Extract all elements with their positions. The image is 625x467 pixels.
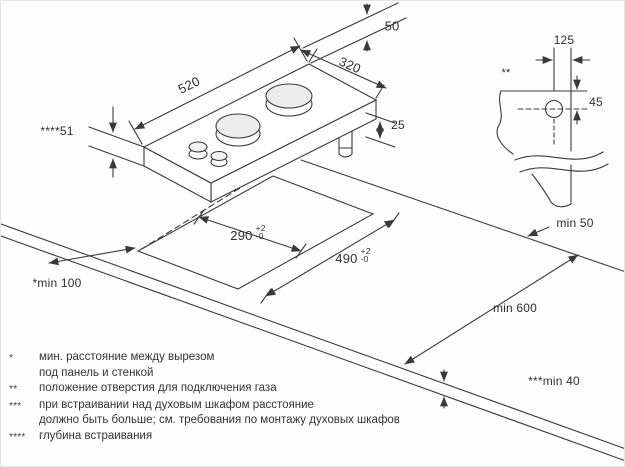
clearance-dimensions	[48, 226, 579, 409]
footnote-row: **** глубина встраивания	[9, 429, 489, 446]
dim-label-gas-hole-offset: 125	[553, 33, 575, 47]
footnotes: * мин. расстояние между вырезом под пане…	[9, 350, 489, 445]
dim-label-worktop-depth: min 600	[492, 301, 538, 315]
tol-plus: +2	[255, 223, 266, 233]
cutout-width-tolerance: +2 -0	[255, 223, 266, 241]
dim-label-cutout-width: 290 +2 -0	[230, 223, 266, 243]
tol-minus: -0	[360, 254, 369, 264]
projection-dashed-line	[139, 182, 249, 251]
rear-burner	[265, 83, 313, 109]
front-burner	[215, 113, 261, 139]
footnote-line: глубина встраивания	[39, 429, 153, 442]
cutout-depth-value: 490	[335, 250, 358, 266]
gas-hole-detail	[496, 47, 609, 208]
tol-plus: +2	[360, 246, 371, 256]
footnote-marker: **	[9, 383, 18, 395]
footnote-line: должно быть больше; см. требования по мо…	[39, 414, 400, 426]
footnote-line: положение отверстия для подключения газа	[39, 382, 277, 394]
dim-label-rear-clearance: min 50	[556, 216, 594, 230]
footnote-line: при встраивании над духовым шкафом расст…	[39, 398, 314, 411]
cutout-depth-tolerance: +2 -0	[360, 246, 371, 264]
control-knob-1	[188, 141, 208, 153]
tol-minus: -0	[255, 231, 264, 241]
dim-label-top-gap: 50	[384, 18, 400, 34]
cutout-dimensions	[193, 209, 400, 304]
footnote-row: ** положение отверстия для подключения г…	[9, 381, 489, 398]
break-line	[514, 151, 604, 161]
hob-dimensions	[88, 2, 407, 178]
dim-label-below-worktop: 25	[391, 118, 405, 132]
footnote-line: мин. расстояние между вырезом	[39, 351, 215, 363]
gas-hole-marker: **	[501, 67, 511, 79]
footnote-row: *** при встраивании над духовым шкафом р…	[9, 398, 489, 429]
dim-label-build-depth: ****51	[40, 124, 74, 138]
footnote-line: под панель и стенкой	[39, 366, 154, 379]
dim-label-oven-clearance: ***min 40	[528, 374, 580, 388]
control-knob-2	[210, 150, 228, 162]
dim-label-wall-clearance: *min 100	[32, 276, 82, 290]
cutout-outline	[136, 175, 375, 290]
footnote-marker: ***	[9, 399, 22, 412]
footnote-marker: ****	[9, 430, 26, 443]
dim-label-cutout-depth: 490 +2 -0	[335, 246, 371, 266]
dim-label-gas-hole-height: 45	[589, 95, 603, 109]
footnote-row: * мин. расстояние между вырезом под пане…	[9, 350, 489, 381]
footnote-marker: *	[9, 352, 14, 364]
cutout-width-value: 290	[230, 227, 253, 243]
break-line	[519, 163, 609, 173]
